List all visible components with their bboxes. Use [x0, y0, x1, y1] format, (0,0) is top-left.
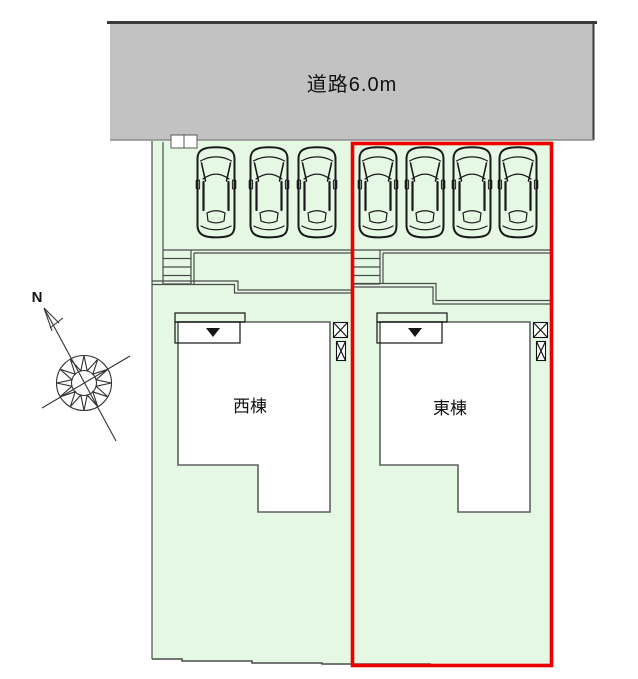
road-label: 道路6.0m: [306, 74, 398, 96]
west-plot: [151, 134, 352, 665]
east-porch: [376, 321, 443, 344]
sun-inner-circle: [70, 369, 98, 397]
east-walkway: [353, 249, 551, 305]
west-stairs: [163, 249, 195, 285]
entrance-triangle-icon: [408, 328, 422, 337]
east-utility-markers: [532, 321, 549, 362]
west-utility-markers: [332, 321, 349, 362]
west-building-label: 西棟: [233, 397, 267, 416]
north-label: N: [31, 289, 43, 306]
west-porch: [174, 321, 241, 344]
entrance-triangle-icon: [206, 328, 220, 337]
east-building-label: 東棟: [433, 399, 467, 418]
east-plot: [350, 141, 554, 668]
west-walkway: [152, 249, 352, 294]
sun-rays: [56, 355, 112, 411]
north-arrow-icon: [43, 307, 117, 442]
road-surface: [110, 22, 594, 140]
west-plot-bottom-boundary: [152, 658, 352, 665]
highlight-outline: [350, 141, 554, 668]
east-building: [379, 321, 531, 513]
compass-rose-icon: [41, 307, 131, 442]
west-building: [177, 321, 331, 513]
